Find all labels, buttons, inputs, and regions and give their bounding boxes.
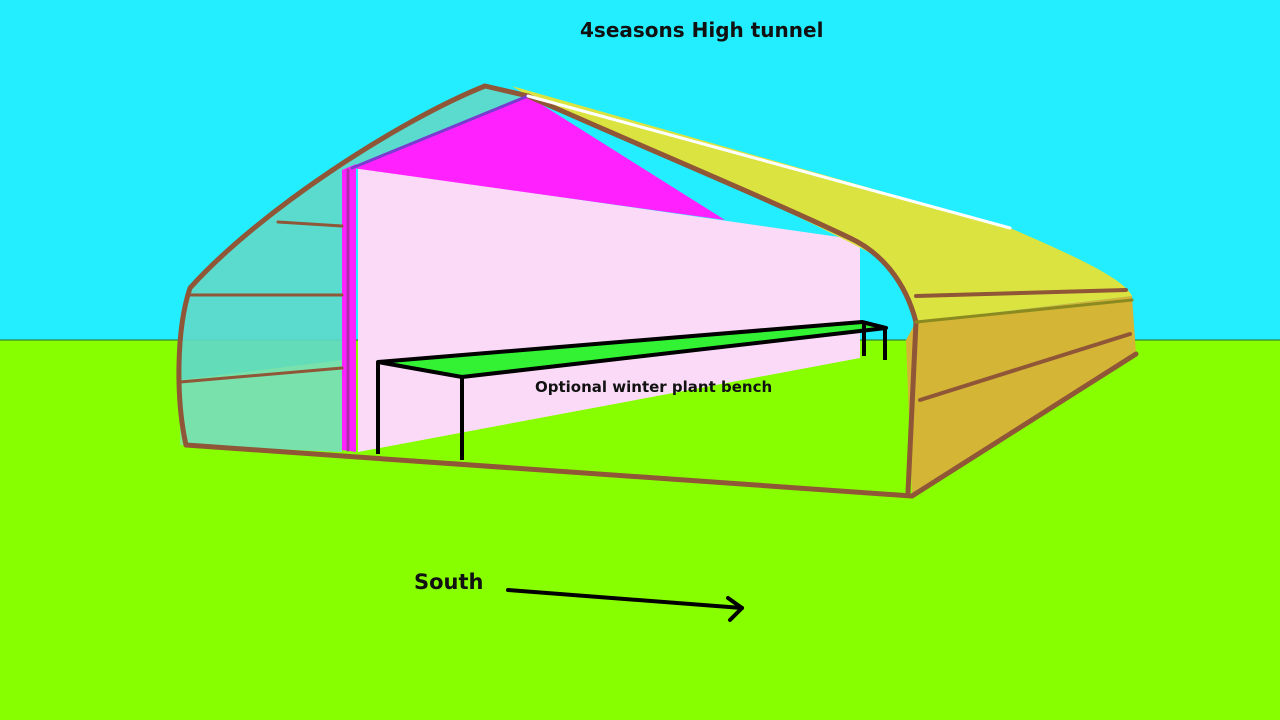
back-wall [358, 168, 860, 452]
ground-rail-front [183, 442, 915, 499]
bench-label: Optional winter plant bench [535, 378, 773, 396]
roof-purlin [914, 288, 1128, 298]
gable-end [352, 96, 725, 220]
arrow-head [726, 596, 744, 622]
gable-top-rail [350, 94, 530, 170]
plant-bench [376, 320, 888, 460]
end-purlin-3 [178, 366, 344, 384]
side-rail-top [914, 298, 1134, 324]
roof-panel [512, 86, 1132, 322]
direction-label: South [414, 570, 484, 594]
end-wall [178, 86, 529, 452]
roof-edge-line [526, 94, 1012, 230]
frame [176, 83, 1139, 499]
roof-ridge [525, 93, 919, 325]
side-wall [906, 296, 1136, 496]
ground-rail-side [909, 351, 1139, 499]
side-purlin [918, 332, 1132, 402]
direction-arrow [506, 588, 744, 622]
corner-post [905, 319, 919, 495]
end-purlin-1 [276, 220, 344, 228]
end-arch [176, 83, 531, 448]
diagram-title: 4seasons High tunnel [580, 18, 824, 42]
